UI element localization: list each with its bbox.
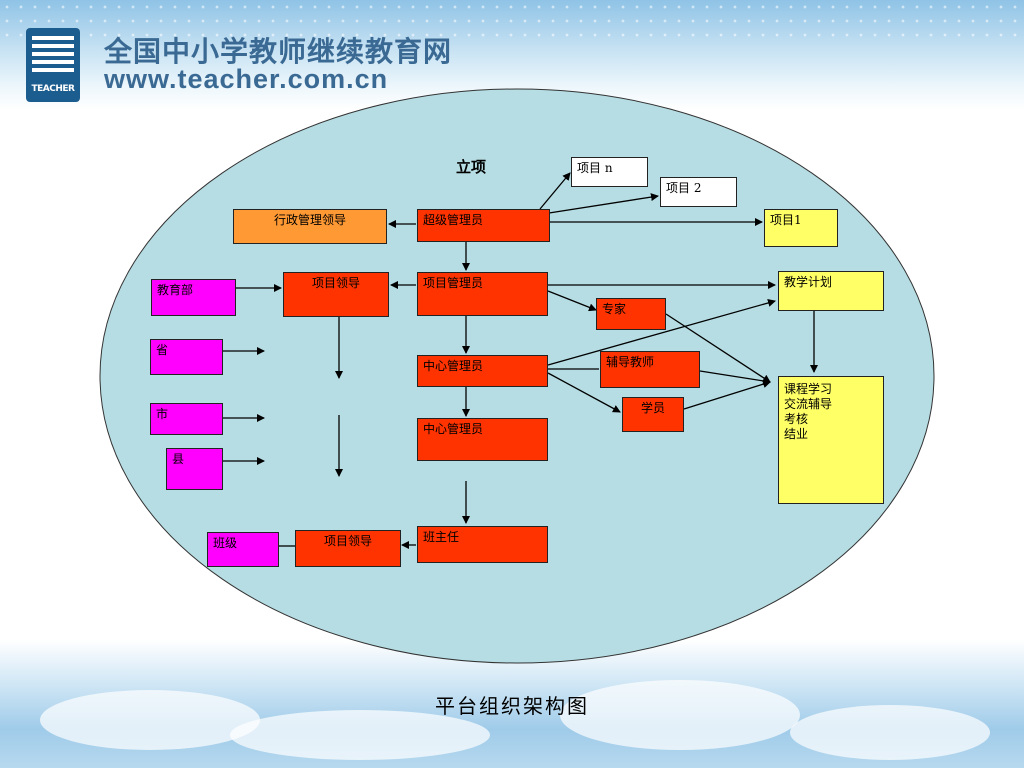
cloud [790, 705, 990, 760]
course-assessment: 考核 [784, 412, 809, 426]
node-project-2: 项目 2 [660, 177, 737, 207]
node-center-admin-2: 中心管理员 [417, 418, 548, 461]
arrow-xy-to-course [683, 380, 771, 410]
arrow-fdjs-to-course [699, 370, 771, 385]
node-project-1: 项目1 [764, 209, 838, 247]
course-completion: 结业 [784, 427, 809, 441]
course-study: 课程学习 [784, 382, 833, 396]
arrow-zj-to-course [665, 313, 771, 383]
logo-stripe [32, 68, 74, 72]
logo-stripe [32, 44, 74, 48]
node-tutor: 辅导教师 [600, 351, 700, 388]
node-province: 省 [150, 339, 223, 375]
node-county: 县 [166, 448, 223, 490]
node-ministry: 教育部 [151, 279, 236, 316]
node-city: 市 [150, 403, 223, 435]
cloud [230, 710, 490, 760]
diagram-title: 平台组织架构图 [435, 694, 589, 718]
node-class: 班级 [207, 532, 279, 567]
node-admin-leader: 行政管理领导 [233, 209, 387, 244]
arrow-zx-to-jxjh [547, 299, 776, 366]
site-name: 全国中小学教师继续教育网 [104, 35, 453, 68]
logo-text: TEACHER [31, 84, 75, 94]
node-teaching-plan: 教学计划 [778, 271, 884, 311]
node-project-leader: 项目领导 [283, 272, 389, 317]
header-banner: TEACHER 全国中小学教师继续教育网 www.teacher.com.cn [0, 0, 1024, 110]
logo-stripe [32, 60, 74, 64]
arrow-zx-to-xy [547, 372, 621, 413]
arrow-to-xm2 [548, 193, 659, 214]
node-course-activities: 课程学习 交流辅导 考核 结业 [778, 376, 884, 504]
cloud [40, 690, 260, 750]
node-student: 学员 [622, 397, 684, 432]
site-url: www.teacher.com.cn [104, 64, 389, 94]
node-project-n: 项目 n [571, 157, 648, 187]
arrow-to-zj [547, 290, 597, 312]
node-head-teacher: 班主任 [417, 526, 548, 563]
header-dot-pattern [0, 0, 1024, 40]
node-center-admin: 中心管理员 [417, 355, 548, 387]
node-super-admin: 超级管理员 [417, 209, 550, 242]
label-lixiang: 立项 [456, 158, 487, 176]
node-expert: 专家 [596, 298, 666, 330]
cloud [560, 680, 800, 750]
connector-lines [223, 172, 818, 549]
logo-stripe [32, 52, 74, 56]
node-project-admin: 项目管理员 [417, 272, 548, 316]
teacher-logo: TEACHER [26, 28, 80, 102]
logo-stripe [32, 36, 74, 40]
arrow-to-xmn [539, 172, 571, 210]
course-exchange: 交流辅导 [784, 397, 833, 411]
node-project-leader-2: 项目领导 [295, 530, 401, 567]
